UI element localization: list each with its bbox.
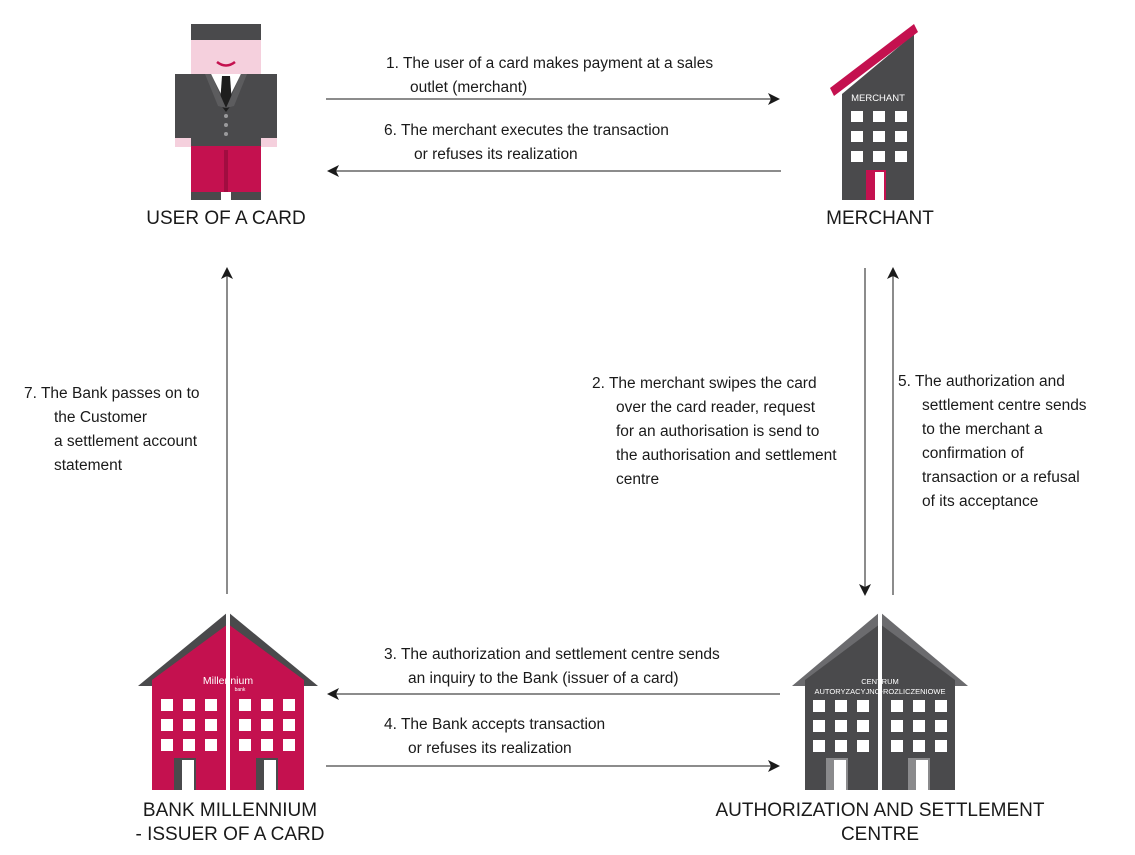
- step-6-line-2: or refuses its realization: [414, 146, 578, 163]
- millennium-logo-subtext: bank: [235, 687, 246, 693]
- step-5-line-4: confirmation of: [922, 445, 1024, 462]
- step-2-line-1: The merchant swipes the card: [608, 375, 817, 392]
- user-of-a-card-label: USER OF A CARD: [146, 208, 306, 229]
- step-4-line-1: The Bank accepts transaction: [400, 716, 606, 733]
- step-7-line-3: a settlement account: [54, 433, 198, 450]
- millennium-logo-text: Millennium: [203, 675, 253, 687]
- step-5-line-3: to the merchant a: [922, 421, 1043, 438]
- step-2-line-5: centre: [616, 471, 660, 488]
- step-3-line-2: an inquiry to the Bank (issuer of a card…: [408, 670, 679, 687]
- step-1-line-2: outlet (merchant): [410, 79, 528, 96]
- step-7-line-2: the Customer: [54, 409, 148, 426]
- step-6-text: 6. The merchant executes the transaction…: [384, 119, 669, 167]
- step-7-number: 7.: [24, 385, 37, 402]
- step-1-number: 1.: [386, 55, 399, 72]
- step-3-number: 3.: [384, 646, 397, 663]
- authorization-centre-label: AUTHORIZATION AND SETTLEMENT CENTRE: [680, 799, 1080, 847]
- step-1-line-1: The user of a card makes payment at a sa…: [402, 55, 714, 72]
- step-7-text: 7. The Bank passes on to the Customer a …: [24, 382, 200, 478]
- centre-label-line-1: AUTHORIZATION AND SETTLEMENT: [715, 800, 1045, 821]
- centre-building-icon: CENTRUM AUTORYZACYJNO-ROZLICZENIOWE: [792, 612, 968, 790]
- bank-label-line-2: - ISSUER OF A CARD: [135, 824, 325, 845]
- step-2-text: 2. The merchant swipes the card over the…: [592, 372, 837, 492]
- step-2-line-2: over the card reader, request: [616, 399, 816, 416]
- businessman-icon: [175, 24, 277, 200]
- merchant-sign: MERCHANT: [851, 93, 905, 104]
- bank-millennium-label: BANK MILLENNIUM - ISSUER OF A CARD: [110, 799, 350, 847]
- merchant-label: MERCHANT: [826, 208, 934, 229]
- step-6-line-1: The merchant executes the transaction: [400, 122, 669, 139]
- step-4-line-2: or refuses its realization: [408, 740, 572, 757]
- bank-building-icon: Millennium bank: [138, 612, 318, 790]
- step-3-line-1: The authorization and settlement centre …: [400, 646, 720, 663]
- step-2-number: 2.: [592, 375, 605, 392]
- shop-building-icon: MERCHANT: [830, 24, 918, 200]
- centre-sign-line2: AUTORYZACYJNO-ROZLICZENIOWE: [815, 687, 946, 696]
- centre-label-line-2: CENTRE: [840, 824, 920, 845]
- step-5-line-2: settlement centre sends: [922, 397, 1087, 414]
- step-7-line-4: statement: [54, 457, 123, 474]
- step-7-line-1: The Bank passes on to: [40, 385, 200, 402]
- step-2-line-4: the authorisation and settlement: [616, 447, 837, 464]
- centre-sign-line1: CENTRUM: [861, 677, 899, 686]
- step-6-number: 6.: [384, 122, 397, 139]
- step-5-line-1: The authorization and: [914, 373, 1065, 390]
- step-5-text: 5. The authorization and settlement cent…: [898, 370, 1087, 514]
- step-5-line-6: of its acceptance: [922, 493, 1039, 510]
- step-4-number: 4.: [384, 716, 397, 733]
- step-5-line-5: transaction or a refusal: [922, 469, 1080, 486]
- step-2-line-3: for an authorisation is send to: [616, 423, 820, 440]
- step-4-text: 4. The Bank accepts transaction or refus…: [384, 713, 605, 761]
- bank-label-line-1: BANK MILLENNIUM: [142, 800, 318, 821]
- step-3-text: 3. The authorization and settlement cent…: [384, 643, 720, 691]
- step-1-text: 1. The user of a card makes payment at a…: [386, 52, 713, 100]
- step-5-number: 5.: [898, 373, 911, 390]
